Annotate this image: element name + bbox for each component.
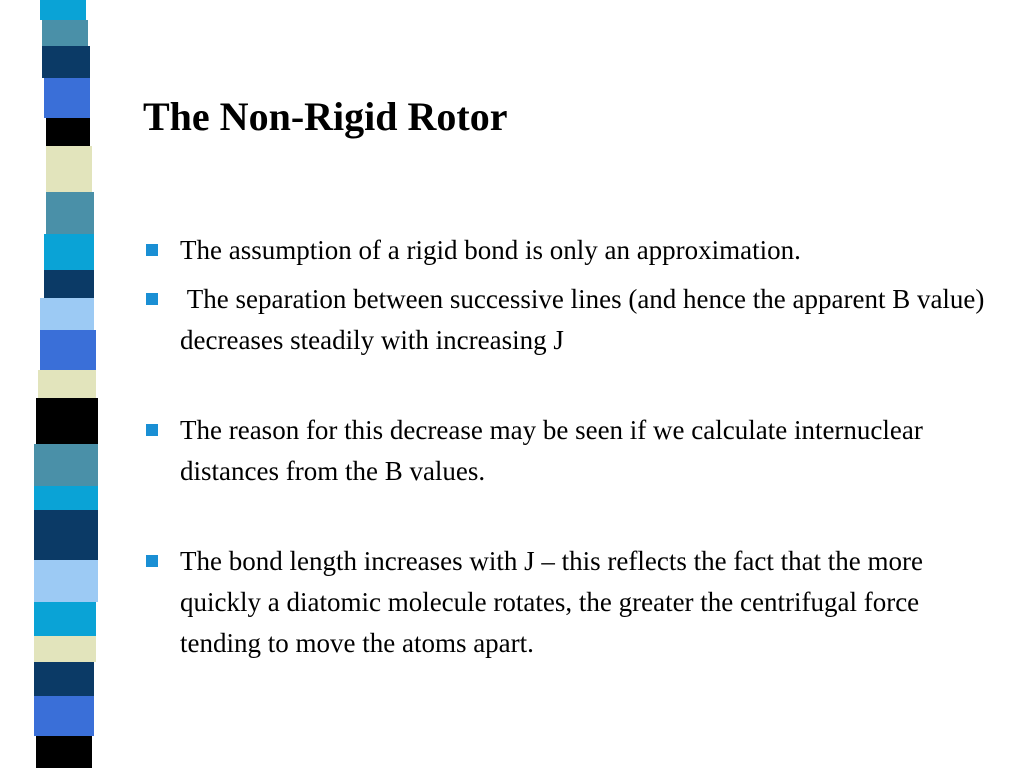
stripe-segment [34,662,94,696]
square-bullet-icon [146,244,158,256]
bullet-item-2: The separation between successive lines … [146,279,1006,361]
square-bullet-icon [146,555,158,567]
bullet-item-3: The reason for this decrease may be seen… [146,410,1006,492]
stripe-segment [42,20,88,46]
stripe-segment [34,636,96,662]
bullet-list: The assumption of a rigid bond is only a… [146,230,1006,664]
bullet-text: The bond length increases with J – this … [180,546,924,658]
stripe-segment [34,486,98,510]
decorative-stripe-bar [34,0,98,768]
stripe-segment [46,146,92,192]
stripe-segment [38,370,96,398]
bullet-text: The separation between successive lines … [180,284,992,355]
stripe-segment [44,234,94,270]
stripe-segment [34,602,96,636]
stripe-segment [42,46,90,78]
stripe-segment [34,560,98,602]
stripe-segment [46,192,94,234]
stripe-segment [40,0,86,20]
stripe-segment [40,298,94,330]
stripe-segment [34,444,98,486]
stripe-segment [44,78,90,118]
stripe-segment [34,510,98,560]
stripe-segment [46,118,90,146]
stripe-segment [44,270,94,298]
bullet-text: The reason for this decrease may be seen… [180,415,923,486]
stripe-segment [36,398,98,444]
stripe-segment [36,736,92,768]
stripe-segment [34,696,94,736]
stripe-segment [40,330,96,370]
square-bullet-icon [146,293,158,305]
bullet-text: The assumption of a rigid bond is only a… [180,235,801,265]
slide-title: The Non-Rigid Rotor [143,94,508,139]
bullet-item-4: The bond length increases with J – this … [146,541,1006,664]
square-bullet-icon [146,424,158,436]
bullet-item-1: The assumption of a rigid bond is only a… [146,230,1006,271]
